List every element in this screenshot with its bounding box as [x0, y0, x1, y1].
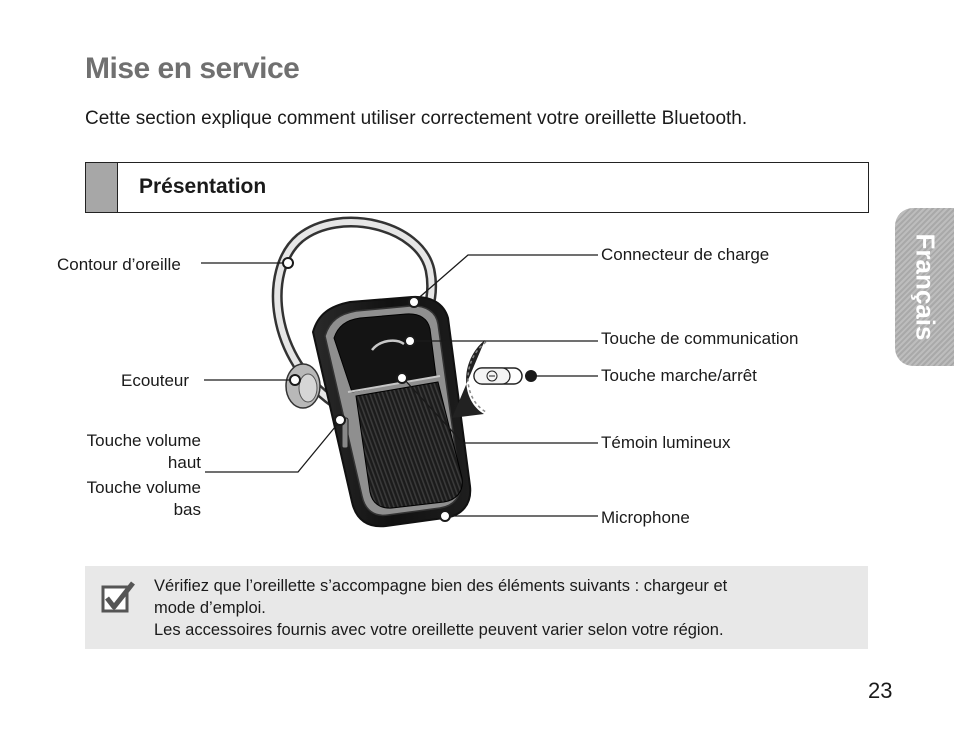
- language-tab: Français: [895, 208, 954, 366]
- label-charging-connector: Connecteur de charge: [601, 245, 770, 264]
- note-line-1: Vérifiez que l’oreillette s’accompagne b…: [154, 577, 728, 595]
- note-text: Vérifiez que l’oreillette s’accompagne b…: [154, 575, 727, 641]
- label-microphone: Microphone: [601, 508, 690, 527]
- intro-text: Cette section explique comment utiliser …: [85, 108, 748, 129]
- note-line-3: Les accessoires fournis avec votre oreil…: [154, 621, 724, 639]
- note-box: Vérifiez que l’oreillette s’accompagne b…: [85, 566, 868, 649]
- earpiece: [285, 363, 321, 409]
- power-switch-inset: [452, 340, 523, 418]
- ear-hook: [271, 216, 438, 410]
- checkbox-checked-icon: [101, 581, 135, 613]
- label-ear-hook: Contour d’oreille: [57, 255, 181, 274]
- section-marker: [86, 163, 118, 212]
- leader-dots: [282, 257, 537, 522]
- page-number: 23: [868, 678, 893, 703]
- label-call-button: Touche de communication: [601, 329, 799, 348]
- label-earpiece: Ecouteur: [121, 371, 190, 390]
- note-line-2: mode d’emploi.: [154, 599, 266, 617]
- label-volume-down: Touche volume bas: [86, 478, 201, 519]
- label-volume-up: Touche volume haut: [86, 431, 201, 472]
- headset-body: [311, 295, 472, 528]
- section-title: Présentation: [139, 175, 267, 198]
- label-power-switch: Touche marche/arrêt: [601, 366, 757, 385]
- label-indicator-light: Témoin lumineux: [601, 433, 731, 452]
- section-header: Présentation: [85, 162, 869, 213]
- page-title: Mise en service: [85, 52, 300, 85]
- leader-lines: [201, 254, 598, 517]
